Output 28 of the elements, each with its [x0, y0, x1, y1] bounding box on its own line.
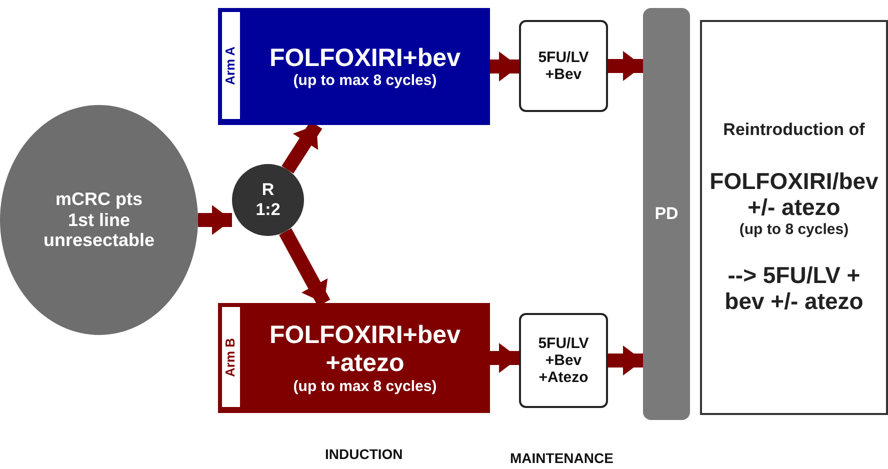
phase-label: MAINTENANCE [510, 450, 614, 466]
reintroduction-box [700, 20, 888, 415]
regimen-text: 5FU/LV +Bev +Atezo [537, 334, 590, 386]
regimen-text: FOLFOXIRI+bev +atezo [268, 320, 462, 378]
regimen-text: 5FU/LV +Bev [537, 48, 590, 84]
progression-text: PD [654, 204, 678, 224]
population-text: mCRC pts 1st line unresectable [43, 188, 155, 252]
heading-text: Reintroduction of [722, 120, 866, 140]
cycles-note: (up to max 8 cycles) [293, 378, 437, 396]
arm-tag: Arm B [221, 306, 241, 408]
phase-label: INDUCTION [325, 446, 403, 462]
arrow [198, 205, 232, 235]
randomization-text: R 1:2 [254, 180, 282, 220]
arrow [490, 343, 519, 373]
arm-box [218, 303, 490, 413]
regimen-text: FOLFOXIRI/bev +/- atezo [708, 168, 880, 221]
arrow [608, 51, 643, 81]
regimen-text: FOLFOXIRI+bev [269, 44, 460, 72]
arrow [490, 52, 519, 82]
arm-tag: Arm A [221, 11, 241, 120]
cycles-note: (up to 8 cycles) [738, 220, 850, 238]
arm-box [218, 8, 490, 125]
progression-bar [643, 8, 690, 420]
maintenance-box [519, 20, 608, 112]
arrow [608, 346, 643, 376]
regimen-text: --> 5FU/LV + bev +/- atezo [724, 262, 864, 315]
cycles-note: (up to max 8 cycles) [293, 72, 437, 90]
maintenance-box [519, 313, 608, 408]
